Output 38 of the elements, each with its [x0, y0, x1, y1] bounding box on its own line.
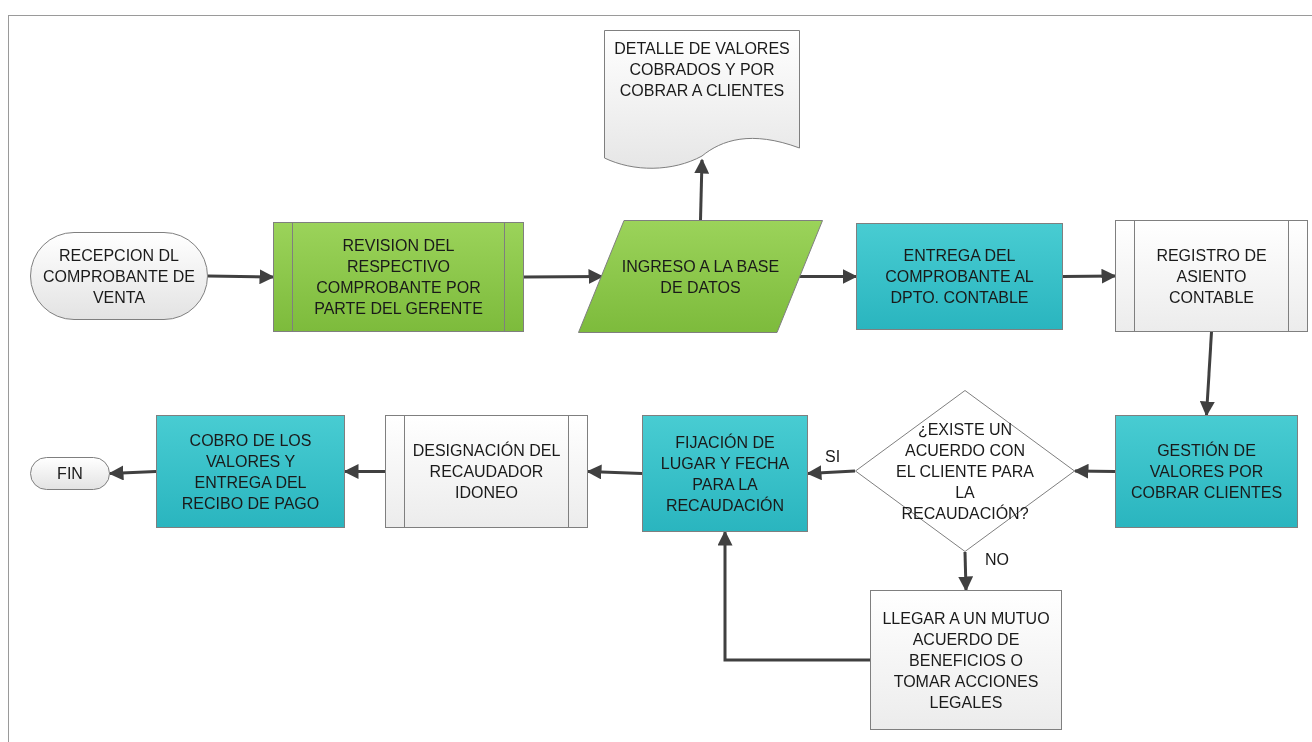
- process-box: [156, 415, 345, 528]
- predefined-process-box: [385, 415, 588, 528]
- predefined-process-box: [1115, 220, 1308, 332]
- arrow: [717, 530, 870, 662]
- node-text: REGISTRO DE ASIENTO CONTABLE: [1155, 245, 1268, 308]
- process-box: [1115, 415, 1298, 528]
- node-text: ENTREGA DEL COMPROBANTE AL DPTO. CONTABLE: [884, 246, 1035, 308]
- arrow: [1073, 463, 1116, 479]
- arrow: [524, 269, 604, 285]
- node-text: DETALLE DE VALORES COBRADOS Y POR COBRAR A CLIENTES: [613, 39, 791, 101]
- node-text: FIJACIÓN DE LUGAR Y FECHA PARA LA RECAUDACIÓN: [659, 432, 791, 516]
- node-text: INGRESO A LA BASE DE DATOS: [620, 256, 781, 298]
- node-text: LLEGAR A UN MUTUO ACUERDO DE BENEFICIOS O TOMAR ACCIONES LEGALES: [881, 608, 1051, 713]
- terminator-box: [30, 457, 110, 490]
- arrow: [343, 464, 385, 479]
- node-text: ¿EXISTE UN ACUERDO CON EL CLIENTE PARA LA RECAUDACIÓN?: [895, 419, 1035, 524]
- node-text: FIN: [56, 464, 84, 484]
- arrow: [806, 465, 856, 481]
- arrow: [958, 551, 974, 592]
- decision-diamond: [855, 390, 1075, 552]
- arrow: [799, 269, 858, 284]
- process-box: [870, 590, 1062, 730]
- document-shape: [604, 30, 800, 170]
- data-parallelogram: [578, 220, 823, 333]
- arrow: [694, 158, 710, 221]
- node-text: COBRO DE LOS VALORES Y ENTREGA DEL RECIBO DE PAGO: [180, 430, 321, 514]
- predefined-process-box: [273, 222, 524, 332]
- arrow: [586, 464, 643, 480]
- arrow: [1199, 331, 1215, 417]
- node-text: REVISION DEL RESPECTIVO COMPROBANTE POR PARTE DEL GERENTE: [313, 236, 484, 319]
- node-text: RECEPCION DL COMPROBANTE DE VENTA: [42, 245, 196, 308]
- arrow: [207, 269, 275, 285]
- process-box: [642, 415, 808, 532]
- node-text: GESTIÓN DE VALORES POR COBRAR CLIENTES: [1129, 440, 1284, 503]
- process-box: [856, 223, 1063, 330]
- node-text: DESIGNACIÓN DEL RECAUDADOR IDONEO: [411, 440, 562, 503]
- arrow: [1063, 268, 1117, 284]
- arrow: [108, 465, 157, 481]
